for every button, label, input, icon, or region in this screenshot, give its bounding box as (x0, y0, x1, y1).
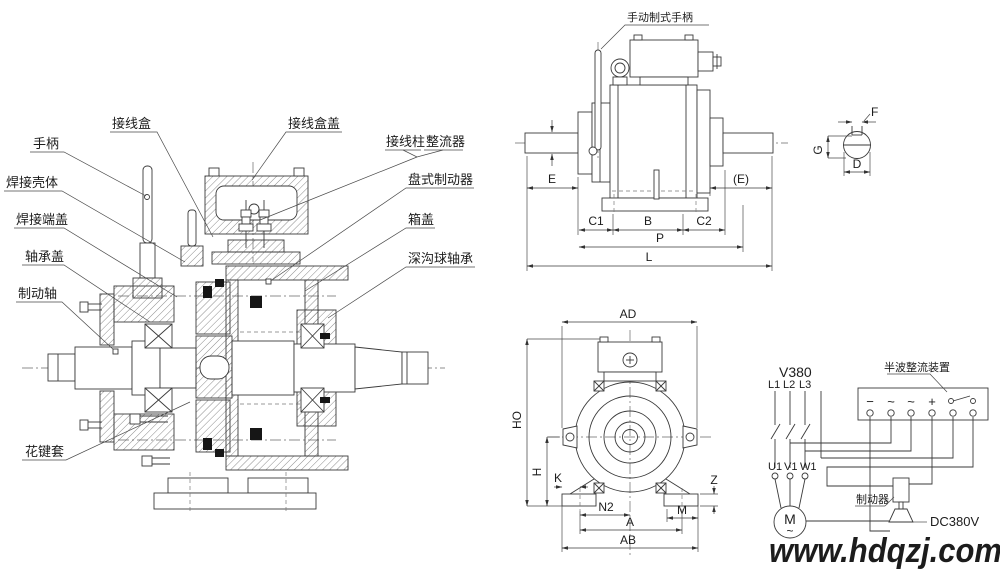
terminal-W1: W1 (800, 461, 817, 473)
supply-voltage-label: V380 (779, 364, 812, 380)
top-brake-box (629, 39, 699, 78)
dc-voltage-label: DC380V (930, 514, 979, 529)
brake-label: 制动器 (856, 493, 889, 506)
dim-H: H (530, 468, 544, 477)
front-view-dimensions: AD HO H K N2 M Z A (510, 307, 718, 552)
brake-shaft (47, 340, 429, 396)
label-welded-shell: 焊接壳体 (6, 175, 58, 190)
release-rod (180, 209, 204, 267)
seal-blocks (203, 279, 330, 457)
label-manual-brake-handle: 手动制式手柄 (627, 10, 693, 24)
dim-D: D (853, 157, 862, 171)
dim-N2: N2 (598, 500, 614, 514)
front-junction-box (597, 336, 663, 382)
spline-sleeve (195, 335, 233, 399)
rectifier-box: − ~ ~ + (857, 387, 989, 421)
dim-A: A (626, 515, 634, 529)
right-flange (696, 89, 711, 194)
rectifier-minus: − (866, 394, 874, 409)
label-bearing-cover: 轴承盖 (25, 249, 64, 264)
dim-C2: C2 (696, 214, 712, 228)
phase-lines (770, 391, 822, 468)
front-feet (561, 478, 699, 511)
label-handle: 手柄 (33, 136, 59, 151)
label-junction-box: 接线盒 (112, 116, 151, 131)
label-junction-box-cover: 接线盒盖 (288, 116, 340, 131)
dim-E: E (548, 172, 556, 186)
rectifier-wires (790, 417, 974, 532)
label-disc-brake: 盘式制动器 (408, 172, 473, 187)
box-bolt (293, 167, 305, 177)
label-box-cover: 箱盖 (408, 212, 434, 227)
brake-housing (99, 281, 231, 453)
dim-AB: AB (620, 533, 636, 547)
keyway-dimensions: F G D (811, 105, 878, 176)
ball-bearings (144, 323, 325, 413)
box-bolt (208, 167, 220, 177)
bolts (79, 301, 170, 467)
side-lugs (562, 425, 698, 449)
terminal-U1: U1 (768, 461, 782, 473)
label-brake-shaft: 制动轴 (18, 286, 57, 301)
drain-pin (653, 169, 660, 200)
junction-box (204, 167, 309, 248)
cross-section-view: 手柄 焊接壳体 焊接端盖 轴承盖 制动轴 花键套 接线盒 接线盒盖 接线柱 整流… (4, 116, 475, 512)
rectifier-ac1: ~ (887, 394, 895, 409)
rectifier-device-label: 半波整流装置 (884, 360, 950, 374)
rectifier-ac2: ~ (907, 394, 915, 409)
mounting-base (153, 472, 317, 512)
front-mount-bolts (593, 380, 667, 494)
cross-section-labels: 手柄 焊接壳体 焊接端盖 轴承盖 制动轴 花键套 接线盒 接线盒盖 接线柱 整流… (4, 116, 475, 461)
box-screw (248, 203, 260, 215)
right-disc (709, 117, 724, 167)
label-welded-end-cover: 焊接端盖 (16, 212, 68, 227)
label-rectifier: 整流器 (426, 134, 465, 149)
handle-rod (132, 165, 163, 299)
motor-symbol: M ~ (773, 505, 807, 539)
motor-body (609, 84, 698, 199)
label-terminal-post: 接线柱 (386, 134, 425, 149)
dim-G: G (811, 145, 825, 154)
switch-contact-icon (970, 398, 976, 404)
side-view-dimensions: E (E) C1 B C2 P L (526, 156, 773, 271)
side-view: 手动制式手柄 E (E) C1 B C2 P L (515, 10, 788, 271)
dim-C1: C1 (588, 214, 604, 228)
wiring-diagram: V380 L1 L2 L3 U1 V1 W1 M ~ − ~ (768, 360, 989, 539)
dim-B: B (644, 214, 652, 228)
front-view: AD HO H K N2 M Z A (510, 307, 718, 556)
left-shaft (524, 132, 579, 154)
motor-letter: M (784, 511, 796, 527)
dim-AD: AD (620, 307, 637, 321)
dim-F: F (871, 105, 878, 119)
switch-contact-icon (948, 398, 954, 404)
side-feet (601, 197, 709, 212)
right-shaft (722, 132, 774, 154)
shaft-keyway-detail: F G D (811, 105, 878, 176)
label-spline-sleeve: 花键套 (25, 444, 64, 459)
dim-Z: Z (710, 473, 717, 487)
label-deep-groove-bearing: 深沟球轴承 (408, 251, 473, 266)
brake-symbol (888, 477, 914, 523)
dim-M: M (677, 503, 687, 517)
phase-L1: L1 (768, 379, 780, 391)
phase-L3: L3 (799, 379, 811, 391)
dim-HO: HO (510, 411, 524, 429)
flange-disc (577, 111, 593, 175)
dim-P: P (656, 231, 664, 245)
watermark-url: www.hdqzj.com (769, 532, 1000, 570)
motor-tilde: ~ (786, 524, 793, 538)
dim-L: L (646, 250, 653, 264)
dim-K: K (554, 471, 562, 485)
manual-handle (588, 42, 602, 158)
terminal-V1: V1 (784, 461, 797, 473)
terminal-posts (238, 200, 272, 248)
rectifier-plus: + (928, 394, 936, 409)
box-side-attachment (697, 51, 714, 72)
dim-E-paren: (E) (733, 172, 749, 186)
phase-L2: L2 (783, 379, 795, 391)
